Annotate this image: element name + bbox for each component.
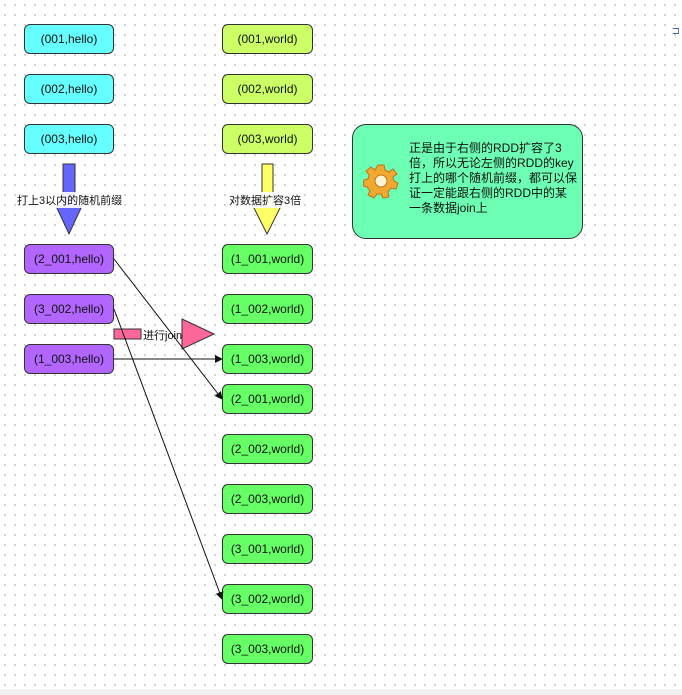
expanded-node-3-003[interactable]: (3_003,world) (222, 634, 313, 664)
note-text: 正是由于右侧的RDD扩容了3倍，所以无论左侧的RDD的key打上的哪个随机前缀，… (409, 141, 578, 215)
connector-2-001 (113, 258, 223, 400)
node-label: (1_002,world) (230, 302, 305, 316)
right-node-001[interactable]: (001,world) (222, 24, 313, 54)
expanded-node-2-001[interactable]: (2_001,world) (222, 384, 313, 414)
node-label: (002,world) (237, 82, 298, 96)
explanation-note[interactable]: 正是由于右侧的RDD扩容了3倍，所以无论左侧的RDD的key打上的哪个随机前缀，… (352, 124, 583, 239)
gear-icon (363, 164, 399, 199)
node-label: (001,hello) (40, 32, 98, 46)
node-label: (3_003,world) (230, 642, 305, 656)
right-node-002[interactable]: (002,world) (222, 74, 313, 104)
node-label: (3_002,world) (230, 592, 305, 606)
node-label: (1_001,world) (230, 252, 305, 266)
expand-label: 对数据扩容3倍 (229, 192, 302, 208)
expanded-node-3-001[interactable]: (3_001,world) (222, 534, 313, 564)
node-label: (003,world) (237, 132, 298, 146)
node-label: (2_001,hello) (33, 252, 105, 266)
node-label: (003,hello) (40, 132, 98, 146)
node-label: (2_002,world) (230, 442, 305, 456)
node-label: (3_002,hello) (33, 302, 105, 316)
node-label: (2_001,world) (230, 392, 305, 406)
right-node-003[interactable]: (003,world) (222, 124, 313, 154)
node-label: (1_003,hello) (33, 352, 105, 366)
node-label: (1_003,world) (230, 352, 305, 366)
node-label: (001,world) (237, 32, 298, 46)
left-node-001[interactable]: (001,hello) (24, 24, 114, 54)
join-arrow-head (181, 318, 216, 350)
node-label: (2_003,world) (230, 492, 305, 506)
corner-marker: ⊐ (671, 26, 680, 37)
join-arrow-shaft (113, 328, 142, 340)
expanded-node-2-002[interactable]: (2_002,world) (222, 434, 313, 464)
salted-node-2-001[interactable]: (2_001,hello) (24, 244, 114, 274)
expanded-node-2-003[interactable]: (2_003,world) (222, 484, 313, 514)
left-node-002[interactable]: (002,hello) (24, 74, 114, 104)
expanded-node-3-002[interactable]: (3_002,world) (222, 584, 313, 614)
salted-node-3-002[interactable]: (3_002,hello) (24, 294, 114, 324)
bottom-scroll-edge (0, 689, 682, 695)
node-label: (002,hello) (40, 82, 98, 96)
join-label: 进行join (143, 330, 183, 342)
node-label: (3_001,world) (230, 542, 305, 556)
salt-label: 打上3以内的随机前缀 (17, 192, 123, 208)
left-node-003[interactable]: (003,hello) (24, 124, 114, 154)
expanded-node-1-002[interactable]: (1_002,world) (222, 294, 313, 324)
expanded-node-1-001[interactable]: (1_001,world) (222, 244, 313, 274)
connector-3-002 (113, 308, 224, 600)
salted-node-1-003[interactable]: (1_003,hello) (24, 344, 114, 374)
